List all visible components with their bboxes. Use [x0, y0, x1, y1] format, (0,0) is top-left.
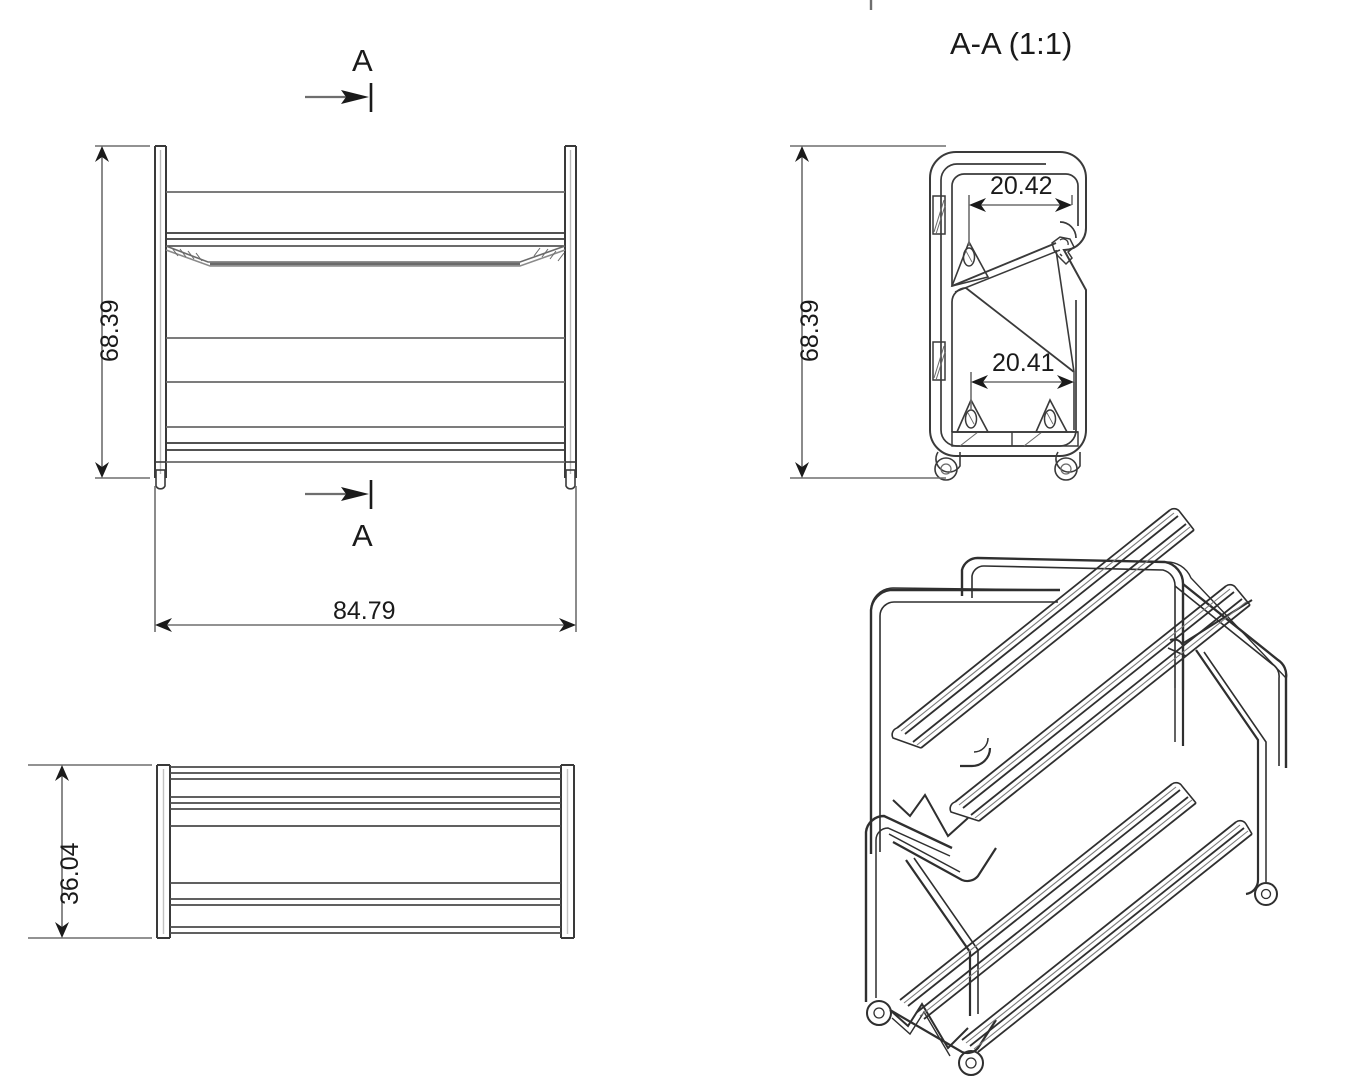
- section-lower-span-dimension: [970, 372, 1075, 410]
- section-upper-span-dimension-text: 20.42: [990, 172, 1053, 200]
- front-width-dimension-text: 84.79: [333, 597, 396, 625]
- section-lower-bracket-right: [1034, 398, 1069, 433]
- section-caster-right: [1054, 451, 1081, 481]
- front-height-dimension-text: 68.39: [96, 299, 124, 362]
- iso-caster-far: [1254, 882, 1278, 906]
- section-upper-span-dimension: [968, 195, 1073, 246]
- section-height-dimension-text: 68.39: [796, 299, 824, 362]
- dimension-arrow-icon: [55, 765, 69, 781]
- section-caster-left: [934, 451, 961, 481]
- dimension-arrow-icon: [969, 198, 986, 212]
- front-height-dimension: [95, 145, 150, 479]
- dimension-arrow-icon: [795, 146, 809, 162]
- section-letter-top: A: [352, 43, 373, 78]
- section-mark-top: [305, 83, 373, 112]
- section-view-title: A-A (1:1): [950, 26, 1073, 61]
- section-height-dimension: [790, 145, 946, 479]
- dimension-arrow-icon: [1055, 198, 1072, 212]
- iso-caster-near-left: [866, 1000, 892, 1026]
- dimension-arrow-icon: [971, 375, 988, 389]
- top-depth-dimension-text: 36.04: [56, 842, 84, 905]
- top-right-endcap: [560, 764, 575, 939]
- top-left-endcap: [156, 764, 171, 939]
- isometric-geometry: [864, 507, 1288, 1076]
- section-lower-span-dimension-text: 20.41: [992, 349, 1055, 377]
- front-elevation-geometry: [154, 145, 577, 490]
- dimension-arrow-icon: [55, 922, 69, 938]
- iso-caster-near-right: [958, 1050, 984, 1076]
- dimension-arrow-icon: [95, 462, 109, 478]
- section-mark-bottom: [305, 480, 373, 509]
- dimension-arrow-icon: [559, 618, 576, 632]
- section-upper-bracket: [950, 240, 990, 288]
- front-right-post: [564, 145, 577, 490]
- dimension-arrow-icon: [95, 146, 109, 162]
- section-arrow-icon: [341, 487, 369, 501]
- dimension-arrow-icon: [155, 618, 172, 632]
- dimension-arrow-icon: [1057, 375, 1074, 389]
- section-lower-bracket-left: [955, 398, 990, 433]
- section-upper-slot: [932, 195, 946, 235]
- front-left-post: [154, 145, 167, 490]
- top-depth-dimension: [28, 764, 152, 939]
- front-width-dimension: [154, 486, 577, 632]
- section-letter-bottom: A: [352, 518, 373, 553]
- section-lower-slot: [932, 341, 946, 381]
- section-aa-geometry: [929, 151, 1087, 481]
- section-arrow-icon: [341, 90, 369, 104]
- top-plan-geometry: [156, 764, 575, 939]
- dimension-arrow-icon: [795, 462, 809, 478]
